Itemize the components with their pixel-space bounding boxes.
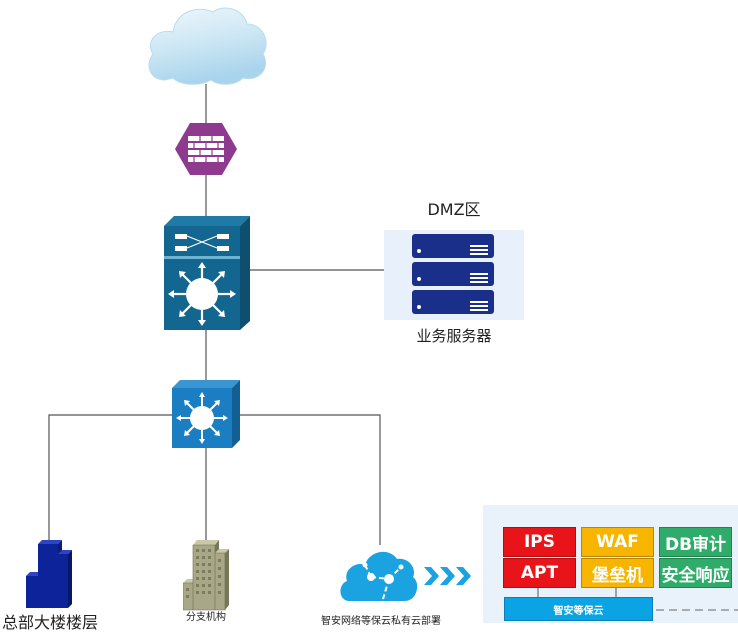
dashed-extension-line: [656, 609, 738, 611]
internet-cloud-icon: [148, 7, 267, 85]
business-server-label: 业务服务器: [416, 327, 492, 345]
dmz-title: DMZ区: [427, 200, 481, 219]
chevron-arrows-icon: [424, 567, 471, 585]
server-rack-icon[interactable]: [412, 234, 496, 316]
security-response-tile[interactable]: 安全响应: [659, 558, 732, 588]
firewall-icon[interactable]: [174, 122, 238, 176]
bastion-host-tile[interactable]: 堡垒机: [581, 558, 654, 588]
link-access-headquarters: [48, 414, 172, 540]
layer3-switch-icon[interactable]: [172, 380, 242, 450]
branch-label: 分支机构: [186, 612, 226, 623]
core-switch-icon[interactable]: [164, 216, 252, 331]
dengbao-cloud-platform-bar[interactable]: 智安等保云: [504, 597, 653, 621]
waf-tile[interactable]: WAF: [581, 527, 654, 557]
panel-connectors: [537, 588, 617, 598]
link-access-cloud: [238, 414, 381, 545]
cloud-network-icon[interactable]: [339, 545, 419, 603]
db-audit-tile[interactable]: DB审计: [659, 527, 732, 557]
private-cloud-label: 智安网络等保云私有云部署: [321, 616, 441, 627]
ips-tile[interactable]: IPS: [503, 527, 576, 557]
branch-office-building-icon[interactable]: [183, 539, 231, 611]
headquarters-label: 总部大楼楼层: [1, 613, 98, 632]
headquarters-building-icon[interactable]: [26, 538, 76, 610]
apt-tile[interactable]: APT: [503, 558, 576, 588]
